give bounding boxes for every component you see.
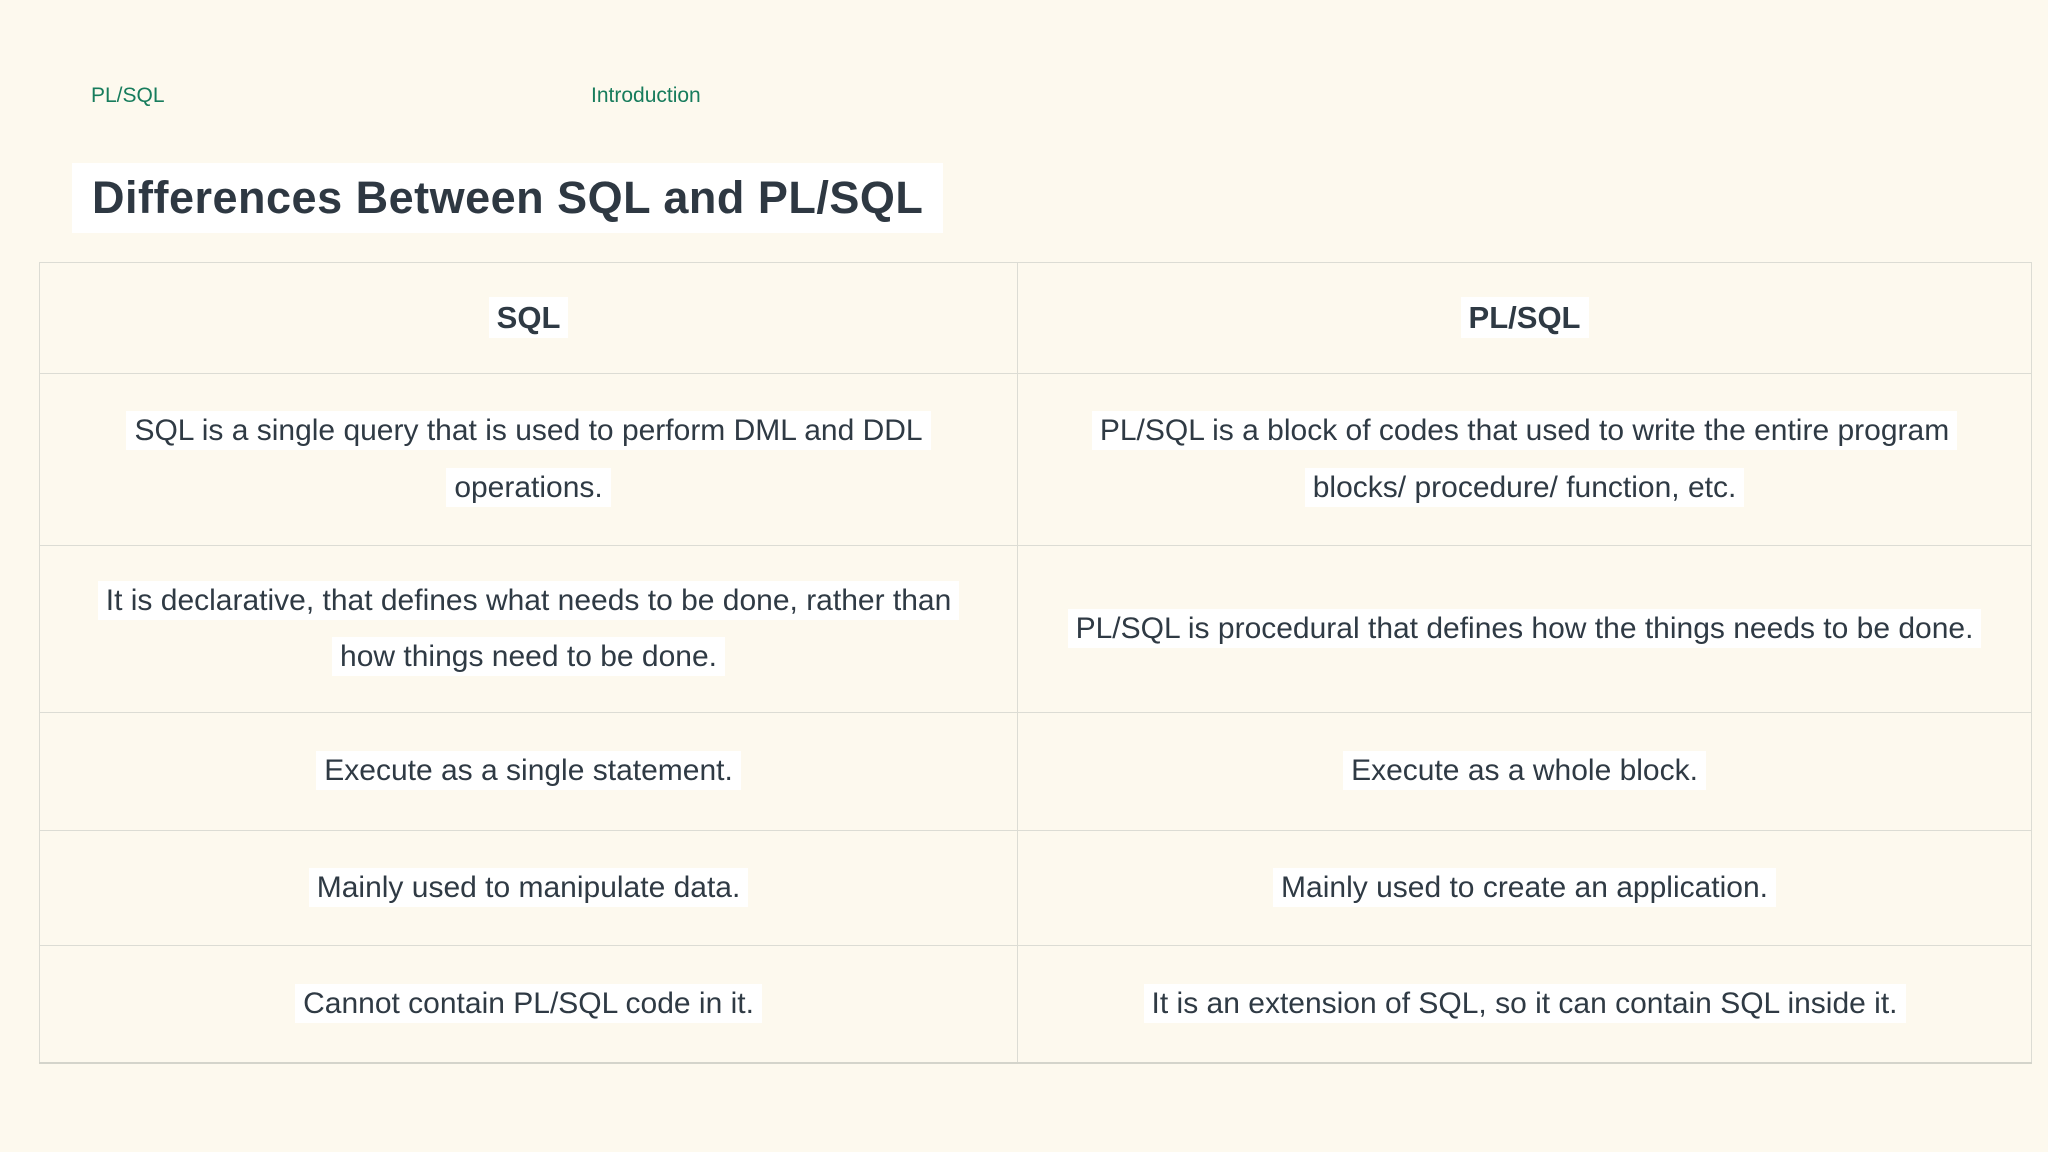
table-header-sql-label: SQL [488,296,569,338]
table-row: It is declarative, that defines what nee… [38,545,2032,713]
table-cell-text: SQL is a single query that is used to pe… [126,411,931,507]
table-cell-text: Mainly used to create an application. [1273,867,1777,907]
table-header-row: SQL PL/SQL [38,262,2032,374]
nav-link-introduction[interactable]: Introduction [591,84,701,108]
table-row: Cannot contain PL/SQL code in it. It is … [38,945,2032,1063]
table-row: Mainly used to manipulate data. Mainly u… [38,830,2032,946]
table-cell-text: Execute as a whole block. [1343,751,1706,791]
table-cell-sql: Execute as a single statement. [38,712,1019,831]
table-cell-text: PL/SQL is procedural that defines how th… [1067,608,1982,648]
table-cell-plsql: It is an extension of SQL, so it can con… [1017,945,2032,1063]
page-title: Differences Between SQL and PL/SQL [72,163,944,233]
table-header-plsql-label: PL/SQL [1460,296,1589,338]
table-cell-plsql: PL/SQL is procedural that defines how th… [1017,545,2032,713]
table-cell-text: PL/SQL is a block of codes that used to … [1091,411,1958,507]
table-cell-text: It is an extension of SQL, so it can con… [1143,983,1906,1023]
table-cell-sql: Mainly used to manipulate data. [38,830,1019,946]
table-cell-sql: Cannot contain PL/SQL code in it. [38,945,1019,1063]
table-row: SQL is a single query that is used to pe… [38,373,2032,546]
table-header-plsql: PL/SQL [1017,262,2032,374]
table-header-sql: SQL [38,262,1019,374]
nav-link-plsql[interactable]: PL/SQL [91,84,165,108]
table-cell-text: Cannot contain PL/SQL code in it. [295,983,762,1023]
table-cell-plsql: Execute as a whole block. [1017,712,2032,831]
table-cell-sql: It is declarative, that defines what nee… [38,545,1019,713]
table-cell-sql: SQL is a single query that is used to pe… [38,373,1019,546]
table-cell-text: Execute as a single statement. [316,751,741,791]
table-cell-plsql: Mainly used to create an application. [1017,830,2032,946]
comparison-table: SQL PL/SQL SQL is a single query that is… [38,262,2032,1064]
table-cell-text: Mainly used to manipulate data. [308,867,749,907]
table-row: Execute as a single statement. Execute a… [38,712,2032,831]
table-cell-plsql: PL/SQL is a block of codes that used to … [1017,373,2032,546]
table-cell-text: It is declarative, that defines what nee… [97,580,960,676]
